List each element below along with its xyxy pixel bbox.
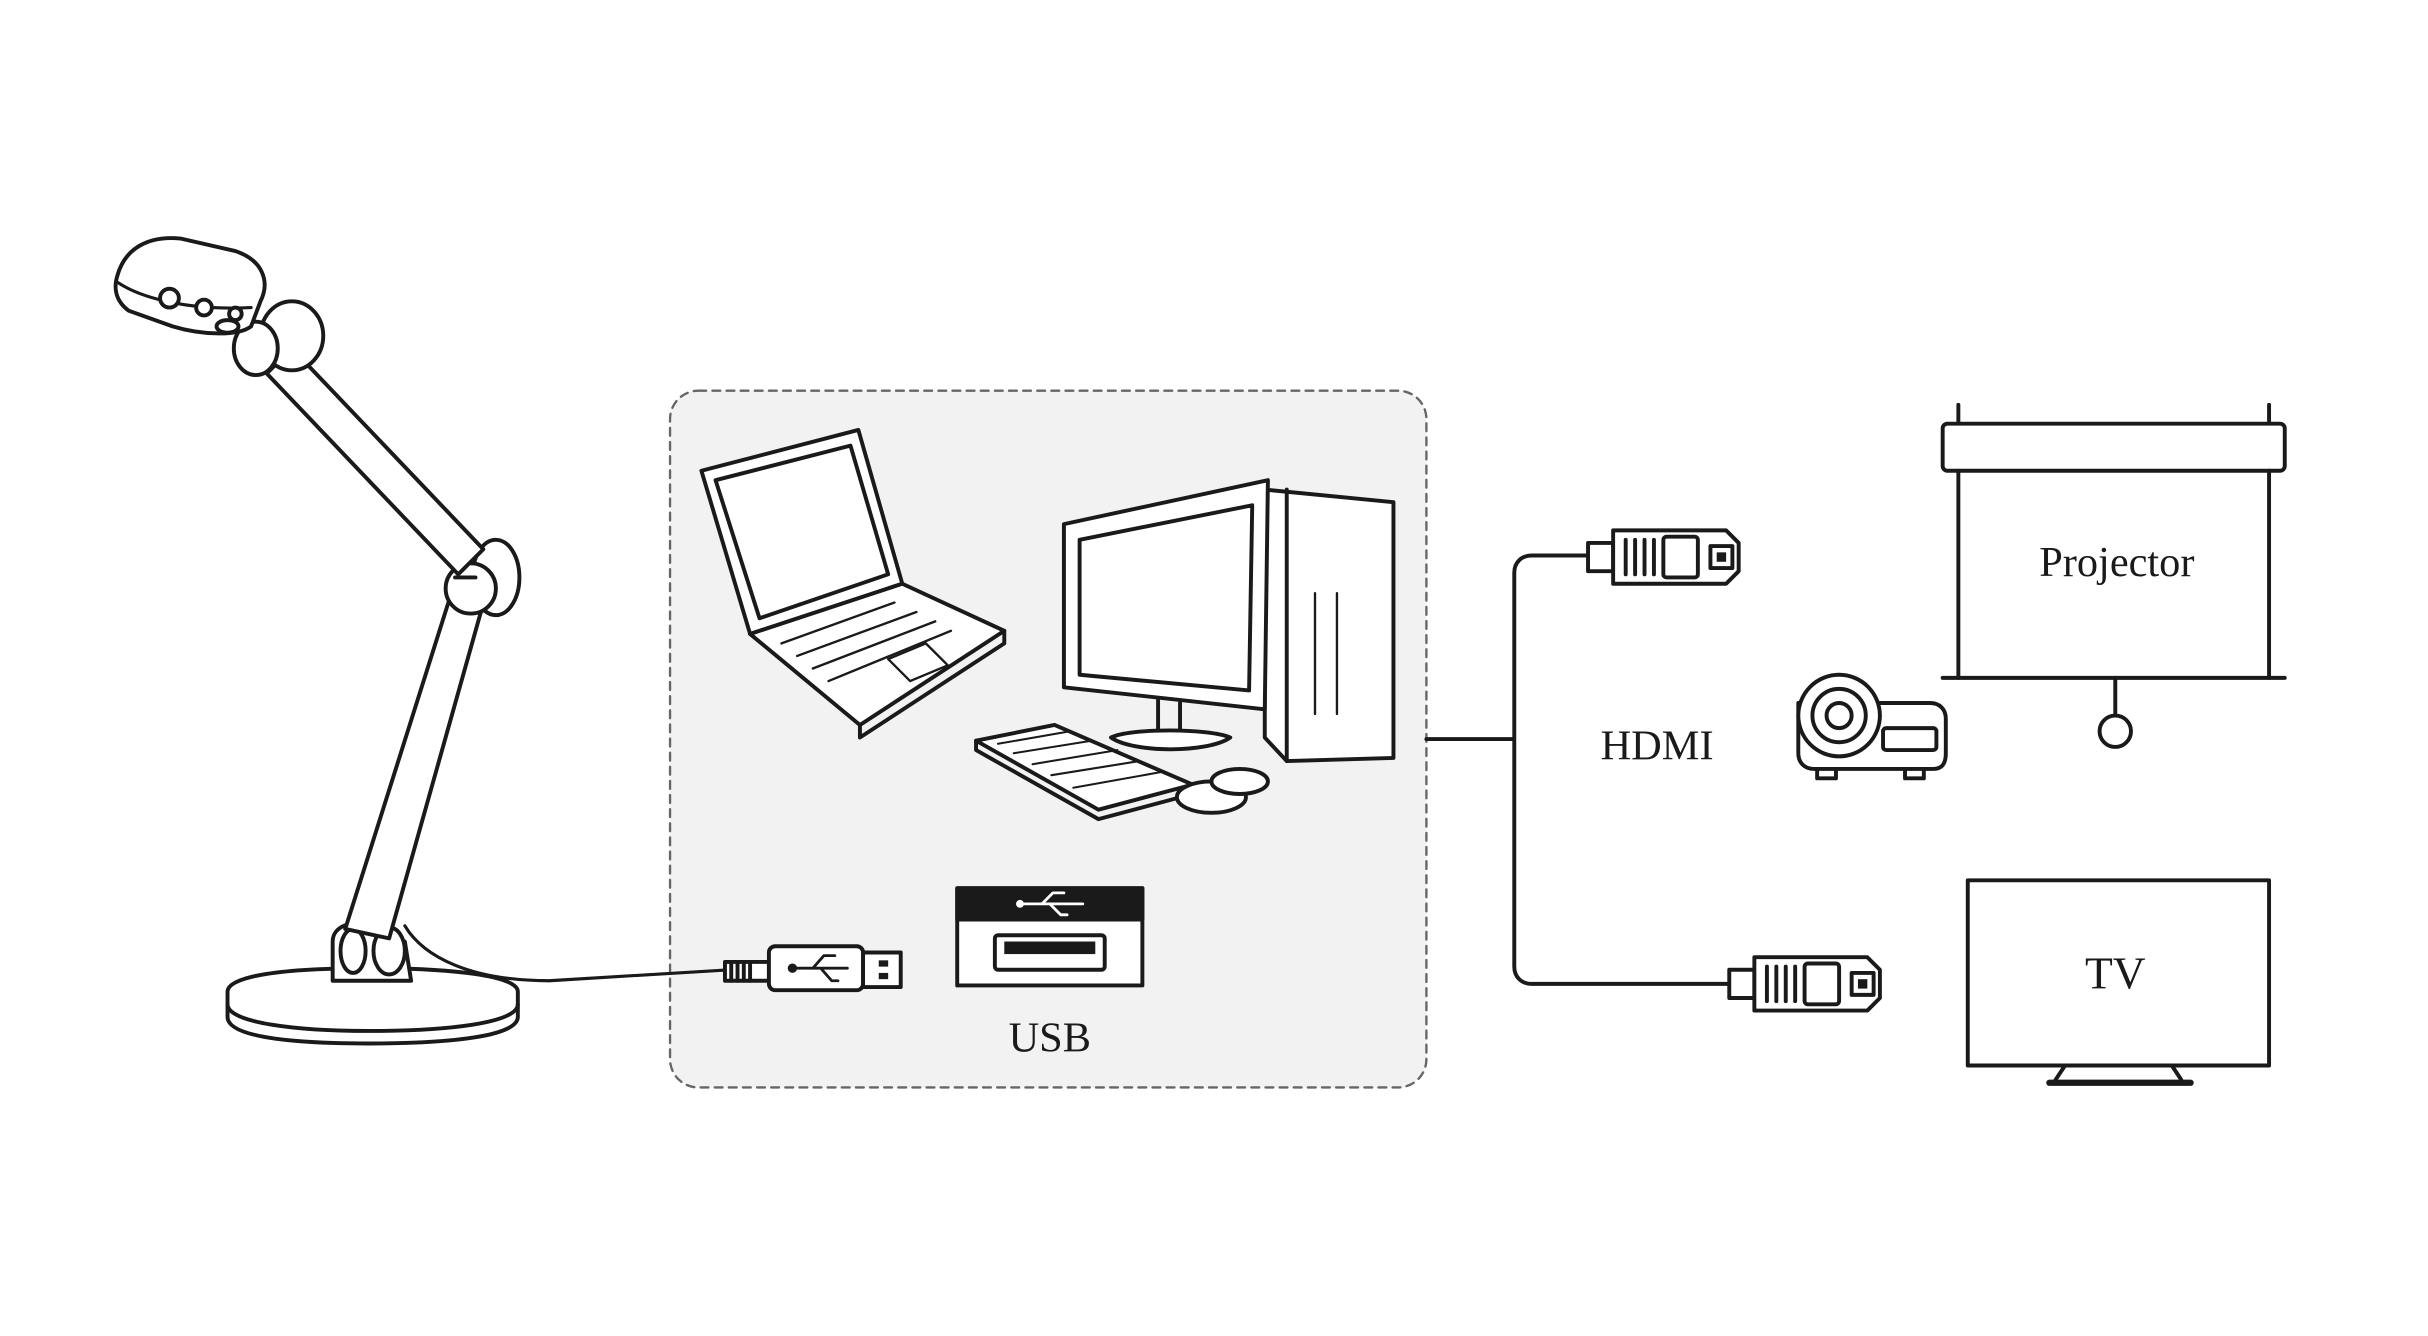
projector-icon [1796,672,1948,781]
usb-port-icon [955,886,1145,988]
usb-label: USB [1009,1014,1091,1061]
laptop-icon [699,427,1007,740]
hdmi-label: HDMI [1601,722,1714,769]
hdmi-cable [1424,553,1738,986]
hdmi-plug-icon [1727,955,1882,1013]
usb-plug-icon [723,944,903,993]
tv-label: TV [2085,948,2146,999]
desktop-computer-icon [1061,478,1396,764]
usb-symbol-icon [1016,891,1085,917]
projector-label: Projector [2039,539,2194,586]
document-camera-icon [113,236,522,1046]
projection-screen-icon [1940,402,2287,749]
mouse-icon [1174,766,1270,815]
hdmi-plug-icon [1586,528,1741,586]
usb-cable [403,924,732,983]
tv-icon [1965,878,2272,1086]
